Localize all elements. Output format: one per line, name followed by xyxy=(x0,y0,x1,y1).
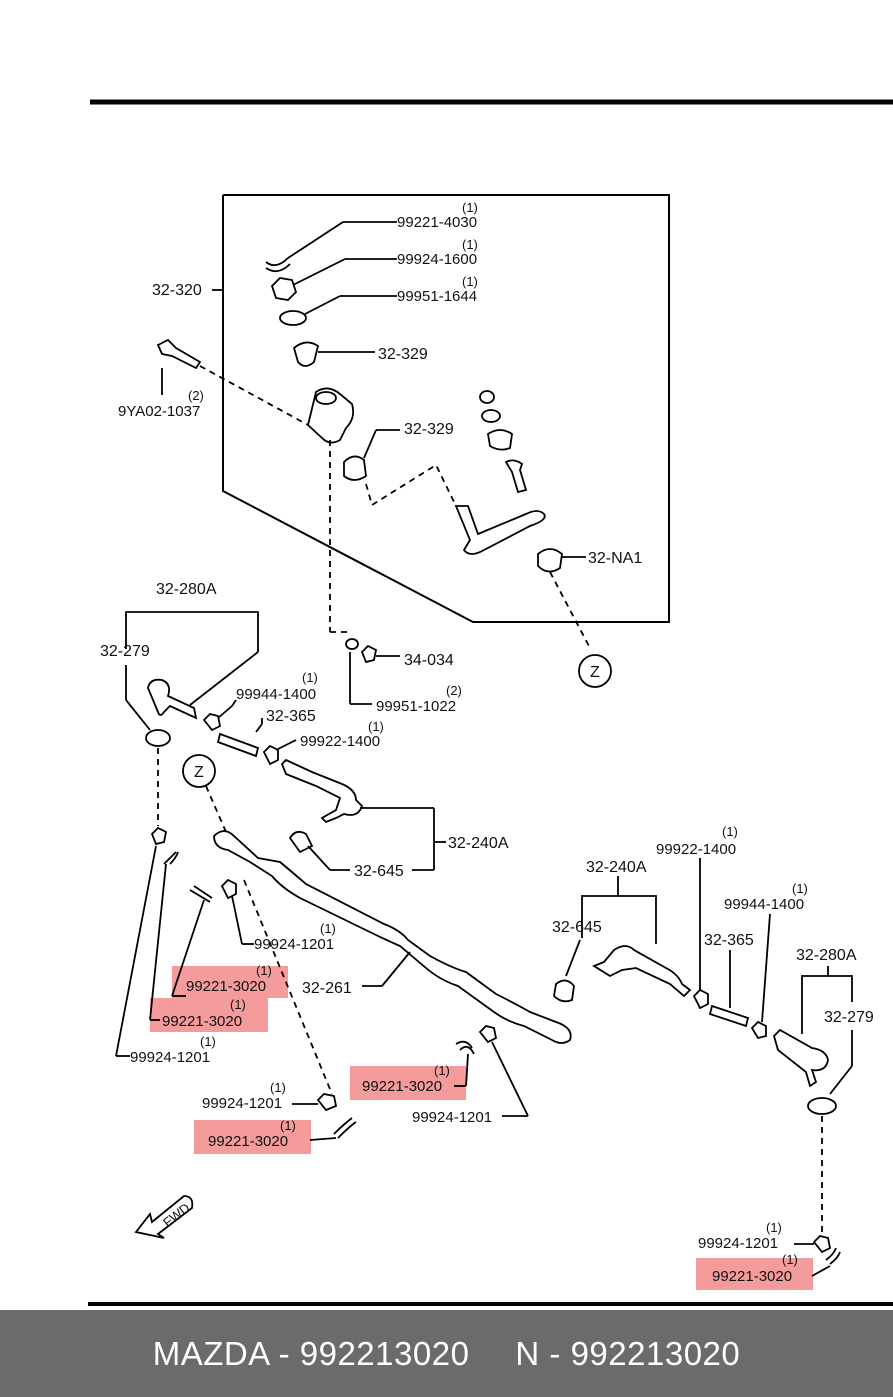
highlight-box xyxy=(172,966,288,998)
highlight-box xyxy=(150,998,268,1032)
part-number-label: 99951-1644 xyxy=(397,288,477,305)
quantity-label: (1) xyxy=(782,1252,798,1267)
part-number-label: 99221-4030 xyxy=(397,214,477,231)
part-number-label: 32-279 xyxy=(100,643,150,660)
part-number-label: 32-261 xyxy=(302,980,352,997)
part-number-label: 99924-1201 xyxy=(202,1095,282,1112)
quantity-label: (1) xyxy=(462,200,478,215)
highlight-box xyxy=(350,1066,466,1100)
part-labels: (1) 99221-4030 (1) 99924-1600 (1) 99951-… xyxy=(100,200,874,1285)
part-number-label: 99221-3020 xyxy=(712,1268,792,1285)
part-number-label: 99922-1400 xyxy=(300,733,380,750)
castle-nut-drawing xyxy=(270,277,298,301)
center-link-drawing xyxy=(213,830,572,1044)
part-number-label: 99221-3020 xyxy=(362,1078,442,1095)
quantity-label: (1) xyxy=(320,921,336,936)
z-marker: Z xyxy=(590,664,600,681)
part-number-label: 32-240A xyxy=(586,859,647,876)
highlight-box xyxy=(696,1258,813,1290)
part-number-label: 34-034 xyxy=(404,652,454,669)
tie-rod-drawing xyxy=(280,758,364,824)
fwd-arrow-drawing xyxy=(134,1195,194,1239)
fwd-label: FWD xyxy=(160,1200,193,1230)
subassembly-frame xyxy=(222,194,670,623)
part-number-label: 32-280A xyxy=(796,947,857,964)
quantity-label: (1) xyxy=(200,1034,216,1049)
bolt-drawing xyxy=(156,338,202,370)
part-number-label: 32-280A xyxy=(156,581,217,598)
z-marker-circle xyxy=(182,754,216,788)
quantity-label: (1) xyxy=(792,881,808,896)
bushing-drawing xyxy=(343,455,367,481)
quantity-label: (1) xyxy=(722,824,738,839)
parts-diagram: (1) 99221-4030 (1) 99924-1600 (1) 99951-… xyxy=(88,99,893,1306)
quantity-label: (1) xyxy=(256,963,272,978)
bushing-drawing xyxy=(553,979,575,1003)
quantity-label: (1) xyxy=(766,1220,782,1235)
washer-drawing xyxy=(279,310,307,326)
part-number-label: 32-329 xyxy=(404,421,454,438)
tie-rod-end-drawing xyxy=(772,1028,829,1088)
tie-rod-drawing xyxy=(592,945,692,998)
part-number-label: 32-NA1 xyxy=(588,550,642,567)
part-number-label: 32-365 xyxy=(266,708,316,725)
quantity-label: (1) xyxy=(280,1118,296,1133)
cotter-pin-drawing xyxy=(265,257,291,273)
quantity-label: (1) xyxy=(462,274,478,289)
quantity-label: (2) xyxy=(446,683,462,698)
part-number-label: 99924-1201 xyxy=(698,1235,778,1252)
highlight-box xyxy=(194,1120,311,1154)
part-number-label: 32-240A xyxy=(448,835,509,852)
part-number-label: 99221-3020 xyxy=(162,1013,242,1030)
bushing-drawing xyxy=(537,548,563,573)
bushing-drawing xyxy=(292,341,320,367)
footer-brand-part: MAZDA - 992213020 xyxy=(152,1334,470,1372)
part-number-label: 99924-1201 xyxy=(412,1109,492,1126)
quantity-label: (1) xyxy=(434,1063,450,1078)
part-number-label: 32-329 xyxy=(378,346,428,363)
part-number-label: 99924-1600 xyxy=(397,251,477,268)
z-marker: Z xyxy=(194,764,204,781)
part-number-label: 99922-1400 xyxy=(656,841,736,858)
part-number-label: 99944-1400 xyxy=(724,896,804,913)
idler-arm-drawing xyxy=(454,505,546,555)
tie-rod-end-drawing xyxy=(147,678,198,720)
footer-bar: MAZDA - 992213020 N - 992213020 xyxy=(0,1310,893,1397)
part-number-label: 32-645 xyxy=(354,863,404,880)
part-number-label: 9YA02-1037 xyxy=(118,403,200,420)
quantity-label: (1) xyxy=(302,670,318,685)
part-number-label: 99951-1022 xyxy=(376,698,456,715)
part-number-label: 99924-1201 xyxy=(130,1049,210,1066)
part-drawings xyxy=(115,221,853,1277)
quantity-label: (1) xyxy=(462,237,478,252)
quantity-label: (1) xyxy=(270,1080,286,1095)
z-marker-circle xyxy=(578,654,612,688)
part-number-label: 99221-3020 xyxy=(208,1133,288,1150)
part-number-label: 32-645 xyxy=(552,919,602,936)
part-number-label: 32-320 xyxy=(152,282,202,299)
quantity-label: (2) xyxy=(188,388,204,403)
adjuster-sleeve-drawing xyxy=(216,732,260,758)
part-number-label: 99944-1400 xyxy=(236,686,316,703)
idler-bracket-drawing xyxy=(307,387,355,444)
part-number-label: 99924-1201 xyxy=(254,936,334,953)
leader-line xyxy=(287,221,344,259)
bushing-drawing xyxy=(288,830,314,854)
part-number-label: 99221-3020 xyxy=(186,978,266,995)
quantity-label: (1) xyxy=(230,997,246,1012)
quantity-label: (1) xyxy=(368,719,384,734)
part-number-label: 32-365 xyxy=(704,932,754,949)
adjuster-sleeve-drawing xyxy=(708,1004,750,1028)
footer-number-part: N - 992213020 xyxy=(515,1334,741,1372)
part-number-label: 32-279 xyxy=(824,1009,874,1026)
